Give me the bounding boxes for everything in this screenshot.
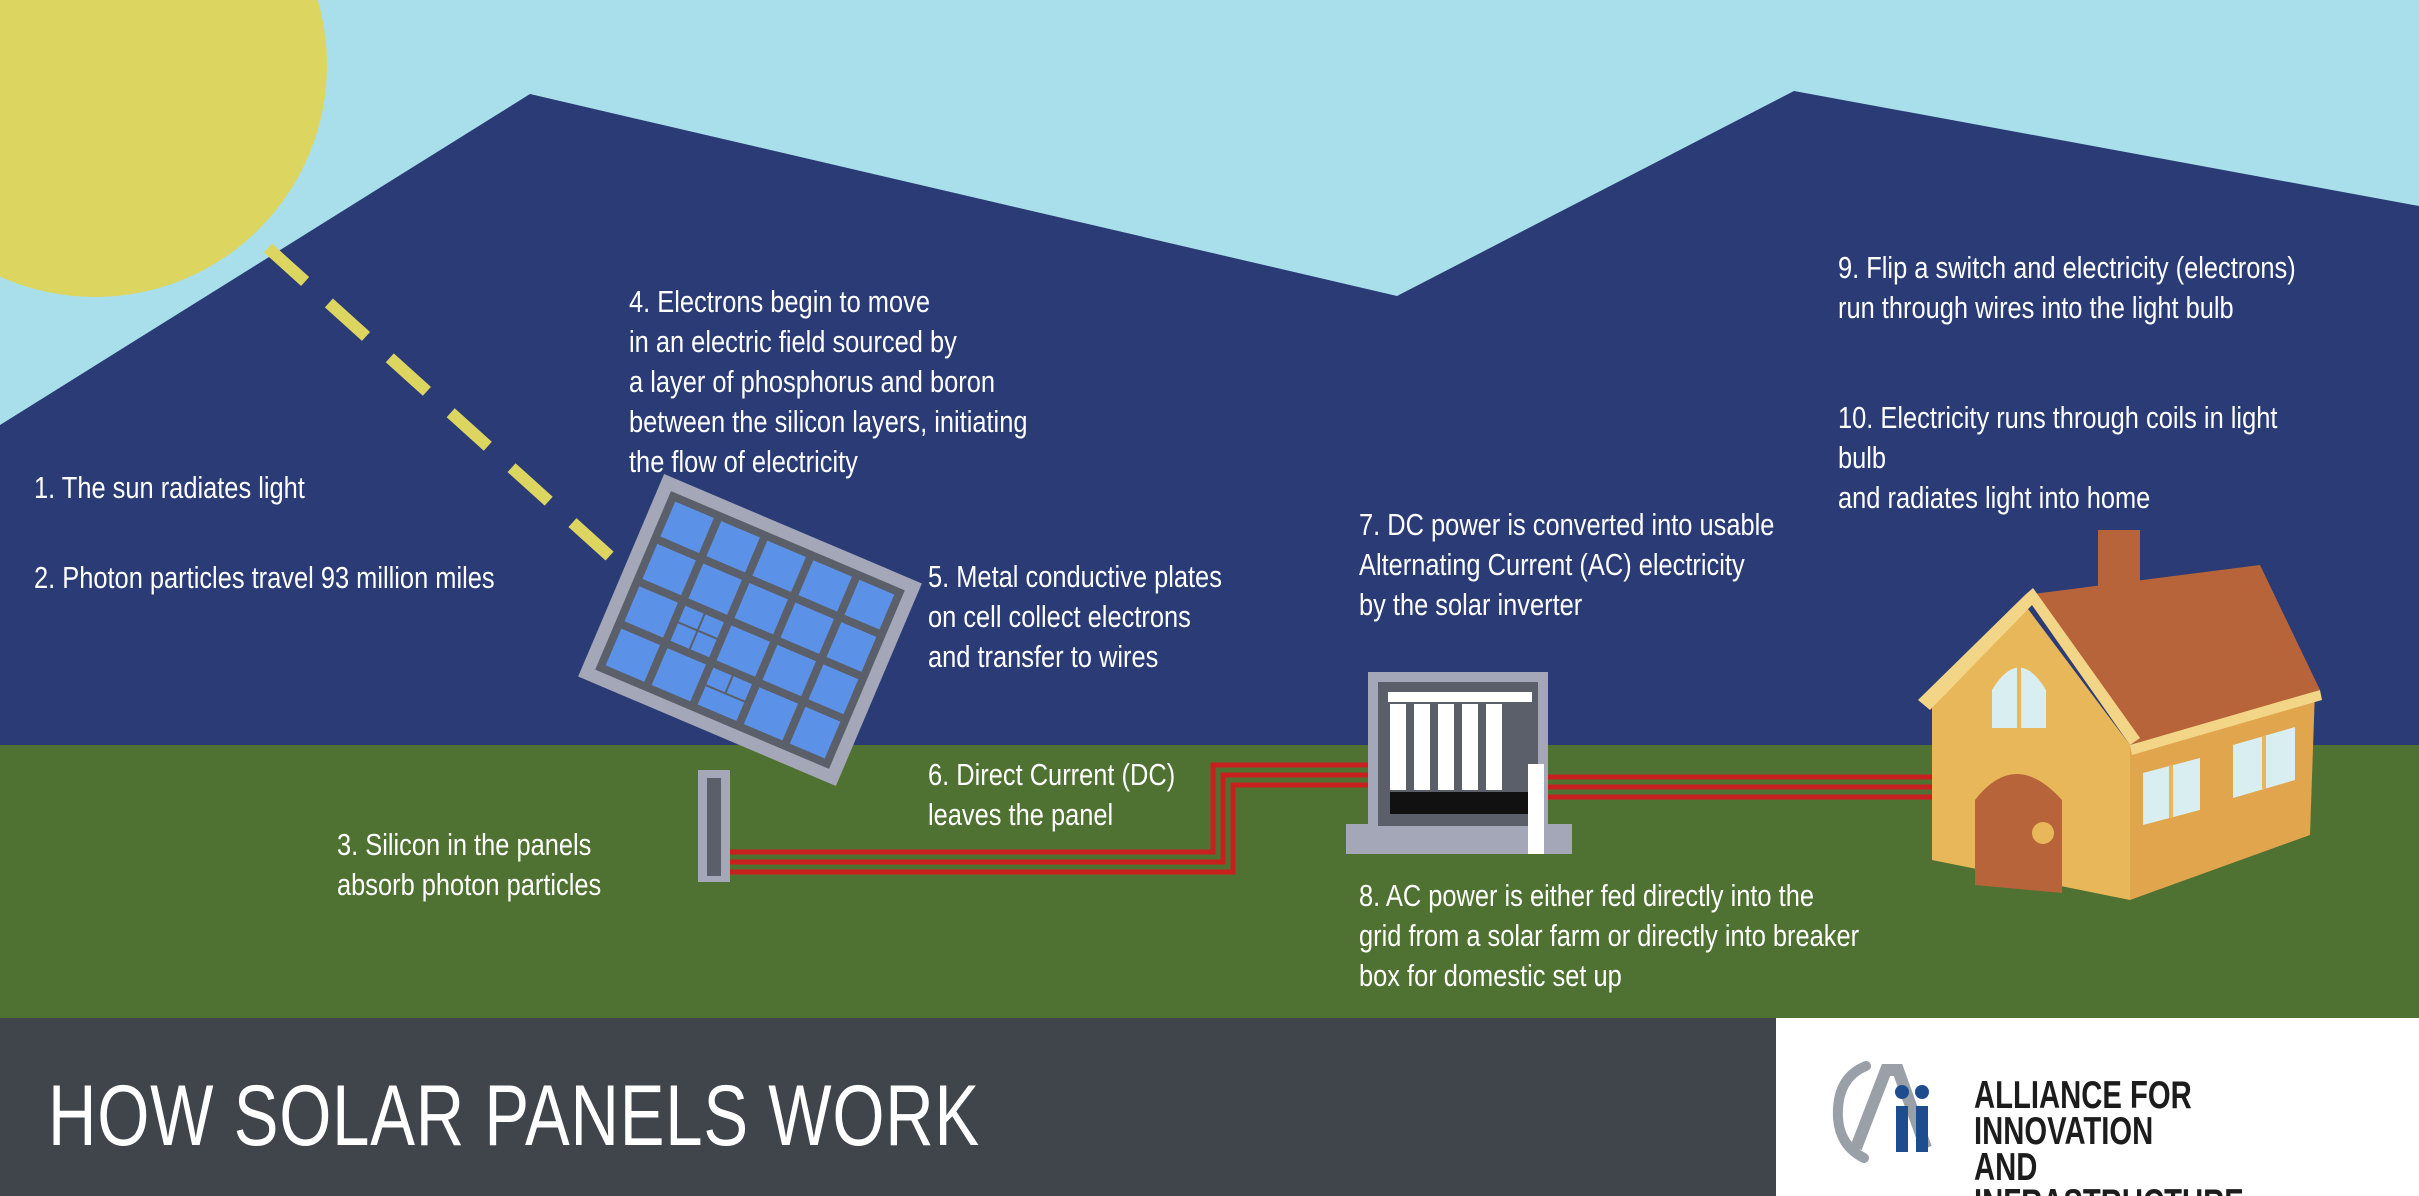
solar-panel — [578, 474, 922, 882]
organization-logo-panel: ALLIANCE FOR INNOVATION AND INFRASTRUCTU… — [1776, 1018, 2419, 1196]
step-3-label: 3. Silicon in the panels absorb photon p… — [337, 827, 602, 902]
step-4-label: 4. Electrons begin to move in an electri… — [629, 284, 1028, 479]
house — [1918, 530, 2322, 900]
mountains — [0, 91, 2419, 745]
dc-wires — [730, 762, 1370, 875]
front-door — [1975, 774, 2062, 893]
organization-name: ALLIANCE FOR INNOVATION AND INFRASTRUCTU… — [1974, 1074, 2244, 1196]
title-bar: HOW SOLAR PANELS WORK — [0, 1018, 1776, 1196]
step-6-label: 6. Direct Current (DC) leaves the panel — [928, 757, 1176, 832]
step-2-label: 2. Photon particles travel 93 million mi… — [34, 560, 495, 595]
step-9-label: 9. Flip a switch and electricity (electr… — [1838, 250, 2296, 325]
step-5-label: 5. Metal conductive plates on cell colle… — [928, 559, 1222, 674]
step-1-label: 1. The sun radiates light — [34, 470, 305, 505]
aii-logo-icon — [1832, 1061, 1932, 1163]
ac-wires — [1548, 774, 1935, 800]
step-7-label: 7. DC power is converted into usable Alt… — [1359, 507, 1775, 622]
sun — [0, 0, 327, 297]
page-title: HOW SOLAR PANELS WORK — [48, 1068, 981, 1164]
step-8-label: 8. AC power is either fed directly into … — [1359, 878, 1860, 993]
step-10-label: 10. Electricity runs through coils in li… — [1838, 400, 2278, 515]
solar-inverter — [1346, 672, 1572, 854]
